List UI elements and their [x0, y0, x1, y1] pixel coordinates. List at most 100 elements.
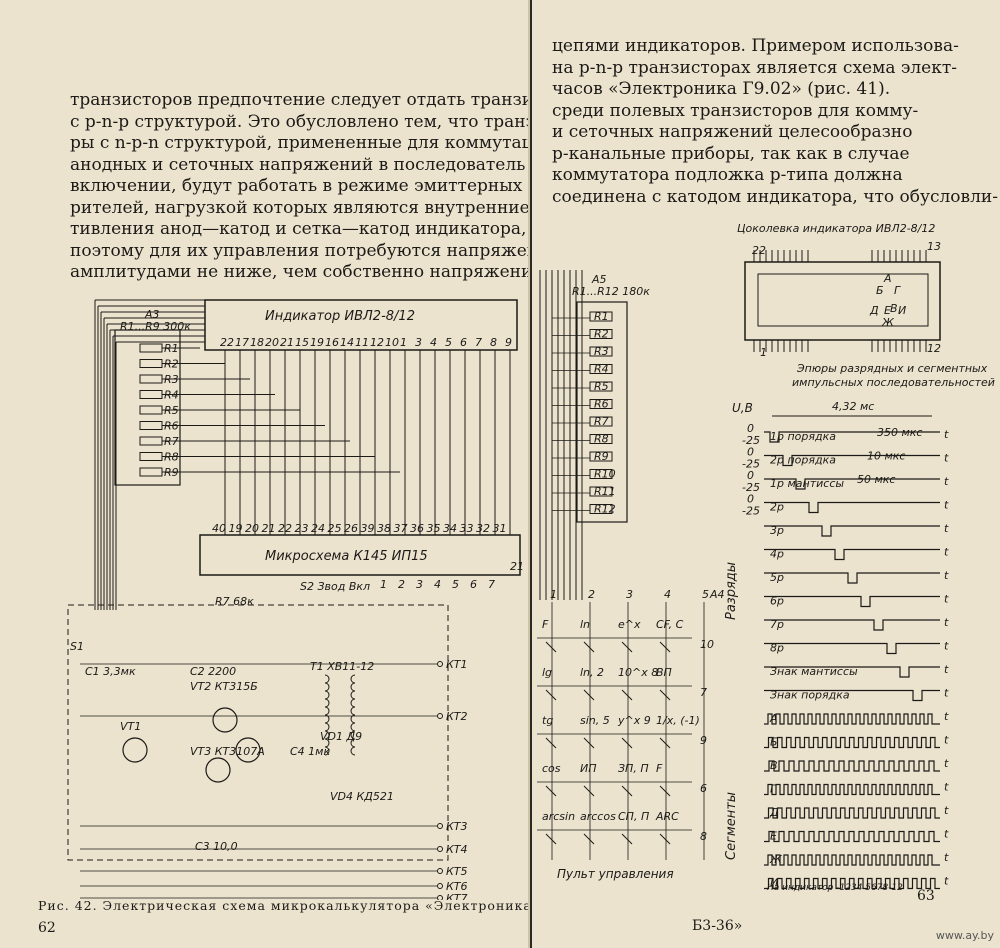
bottom-mark: Б3-36»	[692, 918, 743, 934]
key-switch	[621, 833, 633, 845]
resistor	[139, 452, 163, 461]
key-switch	[545, 641, 557, 653]
level-label: 0	[747, 469, 754, 482]
terminal-dot	[437, 713, 443, 719]
pulse-width-label: 50 мкс	[857, 473, 895, 486]
waveform-trace	[764, 642, 940, 655]
indicator-pin: 14	[340, 336, 354, 349]
indicator-pin: 21	[280, 336, 294, 349]
waveform-signal-label: Б	[770, 736, 778, 749]
text-line: рителей, нагрузкой которых являются внут…	[70, 197, 530, 218]
key-switch	[545, 737, 557, 749]
waveform-trace	[764, 877, 940, 890]
indicator-pin: 11	[355, 336, 369, 349]
key-switch	[659, 785, 671, 797]
waveform-signal-label: И	[770, 877, 778, 890]
resistor	[589, 451, 613, 462]
text-line: поэтому для их управления потребуются на…	[70, 240, 530, 261]
waveform-trace	[764, 736, 940, 749]
resistor	[589, 364, 613, 374]
segment-label: Д	[869, 304, 879, 317]
chip-pin: 31	[493, 522, 507, 535]
text-line: коммутатора подложка p-типа должна	[552, 165, 903, 185]
key-switch	[659, 833, 671, 845]
resistor-label: R10	[594, 468, 616, 481]
chip-pin: 2	[398, 578, 405, 591]
keyboard-column-number: 1	[550, 588, 557, 601]
time-axis-label: t	[944, 687, 949, 700]
level-label: 0	[747, 446, 754, 459]
terminal-dot	[437, 895, 443, 900]
time-axis-label: t	[944, 452, 949, 465]
pin-top-right: 13	[927, 240, 941, 253]
indicator-pin: 3	[415, 336, 422, 349]
transformer-coil	[324, 698, 330, 708]
waveform-trace	[764, 478, 940, 490]
key-switch	[545, 833, 557, 845]
indicator-pin: 12	[370, 336, 384, 349]
segment-label: И	[898, 304, 906, 317]
key-switch	[621, 641, 633, 653]
time-axis-label: t	[944, 781, 949, 794]
chip-pin: 21	[262, 522, 276, 535]
waveform-signal-label: 7р	[770, 618, 784, 631]
waveform-signal-label: Д	[769, 806, 779, 819]
waveform-trace	[764, 830, 940, 843]
transistor-symbol	[205, 757, 231, 783]
key-label: cos	[542, 762, 561, 775]
right-book-page: цепями индикаторов. Примером использова-…	[532, 0, 1000, 948]
transformer-coil	[350, 682, 356, 692]
waveform-trace	[764, 666, 940, 678]
indicator-pin: 19	[310, 336, 324, 349]
transformer-coil	[324, 746, 330, 756]
timing-period: 4,32 мс	[832, 400, 874, 413]
transformer-coil	[350, 706, 356, 716]
segment-label: Г	[894, 284, 901, 297]
terminal-label: КТ7	[446, 892, 468, 900]
component-label: T1 ХВ11-12	[310, 660, 374, 673]
left-paragraph: транзисторов предпочтение следует отдать…	[70, 90, 530, 284]
waveform-trace	[764, 783, 940, 796]
key-label: ln, 2	[580, 666, 604, 679]
s2-label: S2 Звод Вкл	[300, 580, 370, 593]
pin-bottom-right: 12	[927, 342, 941, 355]
terminal-label: КТ4	[446, 843, 468, 856]
component-label: C3 10,0	[195, 840, 238, 853]
key-label: y^x 9	[617, 714, 651, 727]
timing-title-2: импульсных последовательностей	[792, 376, 995, 389]
terminal-label: КТ2	[446, 710, 468, 723]
key-switch	[583, 689, 595, 701]
component-label: C1 3,3мк	[85, 665, 136, 678]
key-label: arcsin	[542, 810, 575, 823]
resistor	[139, 467, 163, 477]
text-line: цепями индикаторов. Примером использова-	[552, 36, 959, 56]
waveform-trace	[764, 548, 940, 561]
group-segments-label: Сегменты	[724, 792, 739, 860]
resistor	[589, 469, 613, 479]
key-label: СП, П	[618, 810, 649, 823]
chip-pin: 40	[212, 522, 226, 535]
transformer-coil	[350, 746, 356, 756]
key-switch	[659, 737, 671, 749]
waveform-trace	[764, 760, 940, 772]
resistor	[139, 421, 163, 430]
transistor-symbol	[235, 737, 261, 763]
waveform-signal-label: 2р	[770, 501, 784, 514]
pin-bottom-left: 1	[760, 346, 767, 359]
resistor	[589, 311, 613, 322]
key-switch	[583, 737, 595, 749]
resistor	[589, 486, 613, 497]
resistor	[589, 346, 613, 357]
segment-label: Ж	[881, 316, 895, 329]
text-line: амплитудами не ниже, чем собственно напр…	[70, 262, 530, 282]
terminal-label: КТ3	[446, 820, 468, 833]
resistor	[139, 343, 163, 353]
resistor-label: R1	[594, 310, 609, 323]
component-label: VD1 Д9	[320, 730, 362, 743]
level-label: -25	[742, 505, 760, 518]
chip-pin: 3	[416, 578, 423, 591]
